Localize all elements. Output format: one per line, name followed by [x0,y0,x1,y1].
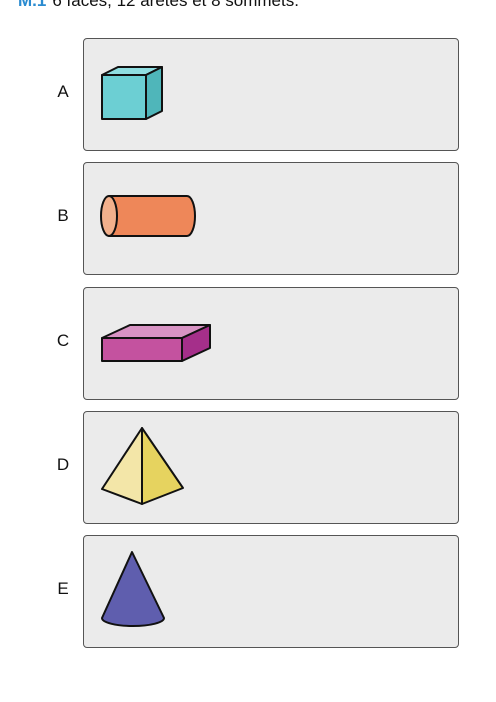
option-card-c[interactable] [83,287,459,400]
option-row-e: E [0,535,496,648]
option-card-e[interactable] [83,535,459,648]
option-card-b[interactable] [83,162,459,275]
option-letter-c: C [56,331,70,350]
cone-icon [101,551,165,627]
rectangular-prism-icon [101,324,211,362]
question-text: M.1 6 faces, 12 arêtes et 8 sommets. [18,0,299,11]
option-card-d[interactable] [83,411,459,524]
question-number: M.1 [18,0,47,10]
option-letter-b: B [57,206,69,225]
pyramid-icon [101,427,184,505]
option-letter-e: E [57,579,69,598]
option-row-b: B [0,162,496,275]
cube-icon [101,66,163,120]
option-row-c: C [0,287,496,400]
option-row-d: D [0,411,496,524]
question-prompt: 6 faces, 12 arêtes et 8 sommets. [52,0,299,10]
option-letter-d: D [56,455,70,474]
option-row-a: A [0,38,496,151]
option-card-a[interactable] [83,38,459,151]
option-letter-a: A [57,82,69,101]
cylinder-icon [100,195,196,237]
